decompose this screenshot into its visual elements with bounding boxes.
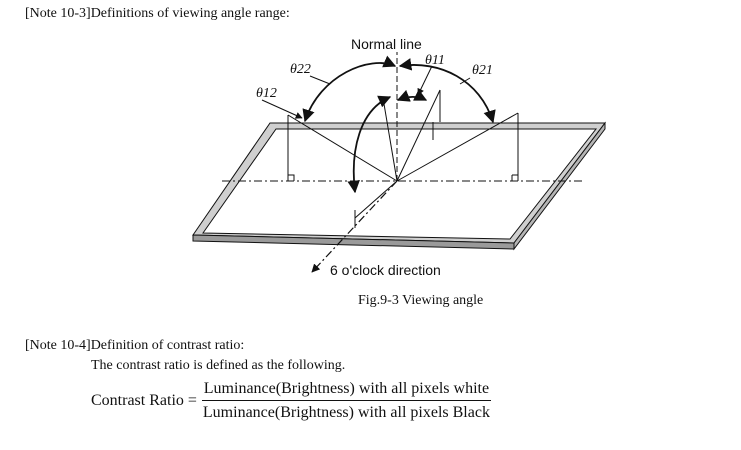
theta12-label: θ12: [256, 86, 277, 101]
contrast-ratio-formula: Contrast Ratio = Luminance(Brightness) w…: [91, 380, 492, 422]
theta22-label: θ22: [290, 62, 311, 77]
formula-numerator: Luminance(Brightness) with all pixels wh…: [201, 380, 492, 401]
left-projection: [287, 115, 295, 181]
normal-line-label: Normal line: [351, 36, 422, 52]
formula-denominator: Luminance(Brightness) with all pixels Bl…: [202, 404, 490, 421]
note-10-3-title: [Note 10-3]Definitions of viewing angle …: [25, 6, 290, 21]
theta21-arc: [398, 58, 496, 124]
theta11-arc: [396, 89, 428, 102]
label-leaders: [261, 65, 471, 119]
viewing-angle-diagram: Normal line θ22 θ12 θ11 θ21 6 o'clock di…: [192, 36, 607, 308]
theta22-arc: [302, 55, 397, 123]
formula-fraction: Luminance(Brightness) with all pixels wh…: [201, 380, 492, 422]
theta12-arc: [347, 95, 392, 194]
theta21-label: θ21: [472, 63, 493, 78]
right-projection: [511, 113, 519, 181]
note-10-4-title: [Note 10-4]Definition of contrast ratio:: [25, 338, 245, 353]
formula-lhs: Contrast Ratio =: [91, 392, 197, 409]
six-oclock-axis: [311, 180, 398, 273]
contrast-ratio-intro: The contrast ratio is defined as the fol…: [91, 358, 346, 373]
lcd-panel: [192, 121, 607, 251]
figure-caption: Fig.9-3 Viewing angle: [358, 293, 483, 308]
theta11-label: θ11: [425, 53, 445, 68]
six-oclock-label: 6 o'clock direction: [330, 262, 441, 278]
